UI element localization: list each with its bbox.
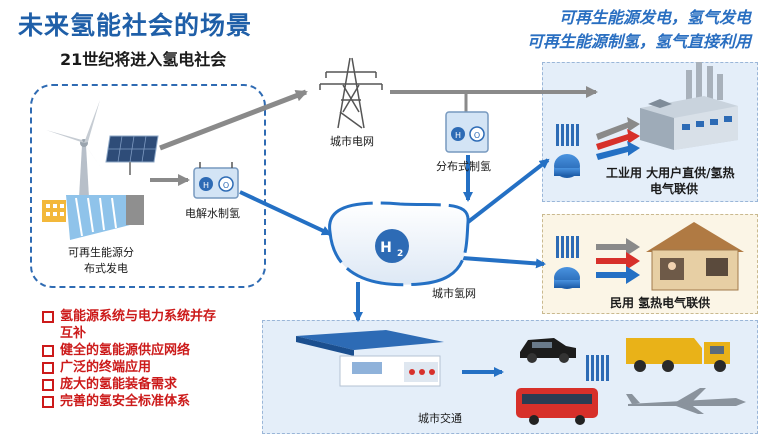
list-item: 氢能源系统与电力系统并存 xyxy=(42,308,216,325)
bullet-icon xyxy=(42,362,54,374)
h2-network-label: 城市氢网 xyxy=(432,287,476,300)
industry-label-line1: 工业用 大用户直供/氢热 xyxy=(606,166,735,180)
factory-icon xyxy=(640,62,738,150)
bullet-icon xyxy=(42,311,54,323)
renewable-group-box xyxy=(30,84,266,288)
slogan-2: 可再生能源制氢，氢气直接利用 xyxy=(526,32,751,51)
svg-text:O: O xyxy=(474,131,480,140)
fueling-station-icon xyxy=(296,330,444,387)
electrolysis-label: 电解水制氢 xyxy=(185,207,240,220)
h2-symbol: H xyxy=(380,240,392,256)
residential-storage-icon xyxy=(554,236,580,289)
renewable-label-line1: 可再生能源分 xyxy=(68,246,134,259)
residential-supply-arrows xyxy=(596,238,640,284)
residential-label: 民用 氢热电气联供 xyxy=(610,296,711,310)
industry-storage-icon xyxy=(554,124,580,178)
bullet-icon xyxy=(42,345,54,357)
airplane-icon xyxy=(626,388,746,414)
grid-label: 城市电网 xyxy=(330,135,374,148)
car-icon xyxy=(520,338,576,363)
distributed-h2-icon: H O xyxy=(445,111,489,153)
slogan-1: 可再生能源发电，氢气发电 xyxy=(558,8,751,27)
list-item: 庞大的氢能装备需求 xyxy=(42,376,216,393)
list-item: 健全的氢能源供应网络 xyxy=(42,342,216,359)
distributed-label: 分布式制氢 xyxy=(436,160,491,173)
bullet-icon xyxy=(42,379,54,391)
power-tower-icon xyxy=(319,57,383,129)
hydro-dam-icon xyxy=(42,195,144,240)
bullet-icon xyxy=(42,396,54,408)
industry-label-line2: 电气联供 xyxy=(650,182,699,196)
electrolyzer-icon: H O xyxy=(193,162,239,199)
truck-icon xyxy=(626,338,730,372)
solar-panel-icon xyxy=(105,135,159,175)
list-item: 完善的氢安全标准体系 xyxy=(42,393,216,410)
feature-list: 氢能源系统与电力系统并存 互补 健全的氢能源供应网络 广泛的终端应用 庞大的氢能… xyxy=(42,308,216,410)
industry-supply-arrows xyxy=(596,117,640,160)
house-icon xyxy=(646,222,744,291)
transport-label: 城市交通 xyxy=(418,412,462,425)
h2-subscript: 2 xyxy=(397,249,403,259)
bus-icon xyxy=(516,388,598,425)
page-title: 未来氢能社会的场景 xyxy=(18,11,253,40)
svg-text:H: H xyxy=(455,131,461,140)
list-item-continuation: 互补 xyxy=(60,326,87,341)
subtitle: 21世纪将进入氢电社会 xyxy=(60,50,227,69)
hydrogen-network-node xyxy=(328,201,470,287)
svg-text:O: O xyxy=(223,181,229,190)
list-item: 广泛的终端应用 xyxy=(42,359,216,376)
grid-power-lines xyxy=(150,86,598,186)
svg-text:H: H xyxy=(203,181,209,190)
renewable-label-line2: 布式发电 xyxy=(84,262,128,275)
h2-cylinders-icon xyxy=(586,355,609,381)
